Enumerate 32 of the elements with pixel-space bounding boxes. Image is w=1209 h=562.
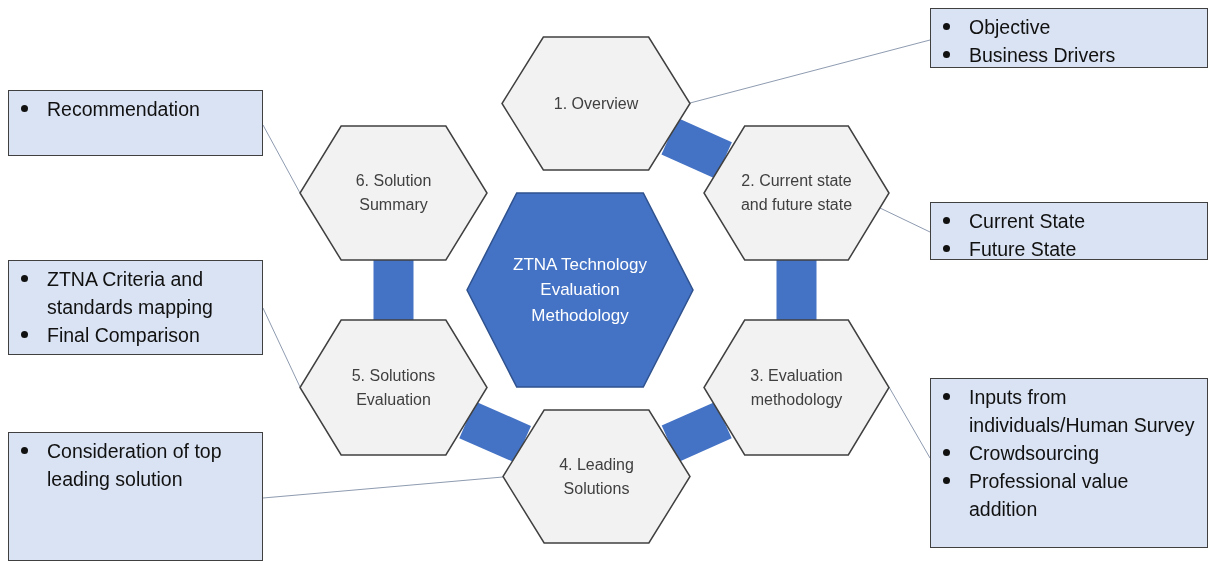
step-label: 1. Overview <box>553 93 639 114</box>
callout-box <box>930 202 1208 260</box>
bullet-item: Final Comparison <box>47 324 200 346</box>
leader-line <box>879 207 931 233</box>
callout-box <box>930 8 1208 68</box>
bullet-item: Inputs from individuals/Human Survey <box>969 386 1195 436</box>
connector-band <box>373 260 414 320</box>
bullet-item: ZTNA Criteria and standards mapping <box>47 268 213 318</box>
bullet-item: Recommendation <box>47 98 200 120</box>
step-label: 3. Evaluation methodology <box>749 365 844 410</box>
callout-box <box>8 432 263 561</box>
step-label: 4. Leading Solutions <box>558 454 635 499</box>
leader-line <box>689 39 931 104</box>
bullet-item: Consideration of top leading solution <box>47 440 222 490</box>
bullet-item: Business Drivers <box>969 44 1116 66</box>
leader-line <box>262 307 301 388</box>
step-label: 6. Solution Summary <box>354 171 433 215</box>
connector-band <box>776 260 817 320</box>
bullet-item: Crowdsourcing <box>969 442 1100 464</box>
callout-box <box>8 90 263 156</box>
callout-box <box>8 260 263 355</box>
bullet-item: Current State <box>969 210 1085 232</box>
step-label: 5. Solutions Evaluation <box>350 365 437 410</box>
bullet-item: Professional value addition <box>969 470 1129 520</box>
leader-line <box>888 386 931 459</box>
connector-band <box>661 401 732 463</box>
leader-line <box>262 476 504 499</box>
center-title: ZTNA Technology Evaluation Methodology <box>512 253 648 327</box>
callout-box <box>930 378 1208 548</box>
step-label: 2. Current state and future state <box>739 171 854 215</box>
bullet-item: Future State <box>969 238 1077 260</box>
bullet-item: Objective <box>969 16 1051 38</box>
